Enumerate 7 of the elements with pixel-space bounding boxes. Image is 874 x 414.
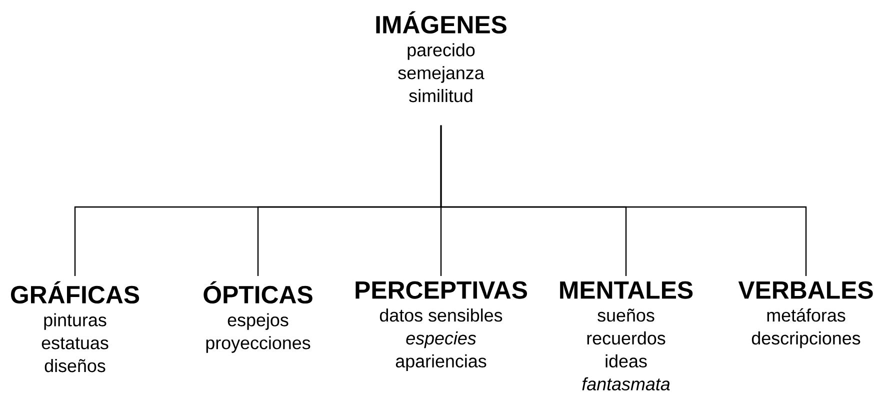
category-label: ÓPTICAS espejos proyecciones xyxy=(204,281,312,353)
category-label: PERCEPTIVAS datos sensibles especies apariencias xyxy=(356,281,527,372)
category-label: MENTALES sueños recuerdos ideas fantasmata xyxy=(560,281,693,390)
tree-connector xyxy=(440,125,807,276)
category-label: GRÁFICAS pinturas estatuas diseños xyxy=(10,281,140,372)
category-label: VERBALES metáforas descripciones xyxy=(738,281,873,348)
category-label: IMÁGENES parecido semejanza similitud xyxy=(376,11,506,102)
